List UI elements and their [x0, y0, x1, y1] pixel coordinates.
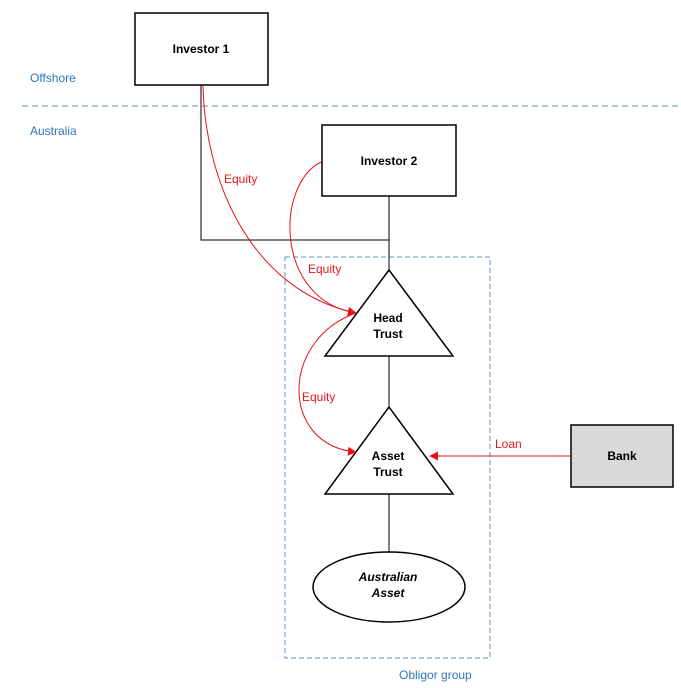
bank-label: Bank — [607, 449, 637, 463]
equity-label-investor1: Equity — [224, 172, 257, 186]
head-trust-label-line1: Head — [373, 311, 402, 325]
offshore-label: Offshore — [30, 71, 76, 85]
investor2-label: Investor 2 — [361, 154, 418, 168]
equity-label-head-to-asset: Equity — [302, 390, 335, 404]
investor1-box — [134, 12, 269, 86]
bank-box — [570, 424, 674, 488]
head-trust-label-line2: Trust — [373, 327, 402, 341]
loan-label: Loan — [495, 437, 522, 451]
asset-trust-label-line2: Trust — [373, 465, 402, 479]
asset-trust-label-line1: Asset — [372, 449, 405, 463]
australian-asset-ellipse — [312, 551, 466, 623]
head-trust-triangle — [323, 268, 455, 357]
australian-asset-label-line2: Asset — [371, 586, 406, 600]
equity-arrow-investor1 — [202, 85, 357, 316]
equity-label-investor2: Equity — [308, 262, 341, 276]
investor2-box — [321, 124, 457, 197]
investor1-ownership-line — [200, 85, 389, 241]
equity-arrow-investor2 — [289, 161, 357, 317]
australia-label: Australia — [30, 124, 77, 138]
obligor-group-boundary — [284, 256, 491, 659]
equity-arrow-head-to-asset — [298, 312, 357, 456]
investor1-label: Investor 1 — [173, 42, 230, 56]
australian-asset-label-line1: Australian — [358, 570, 418, 584]
obligor-group-label: Obligor group — [399, 668, 472, 682]
asset-trust-triangle — [323, 405, 455, 495]
